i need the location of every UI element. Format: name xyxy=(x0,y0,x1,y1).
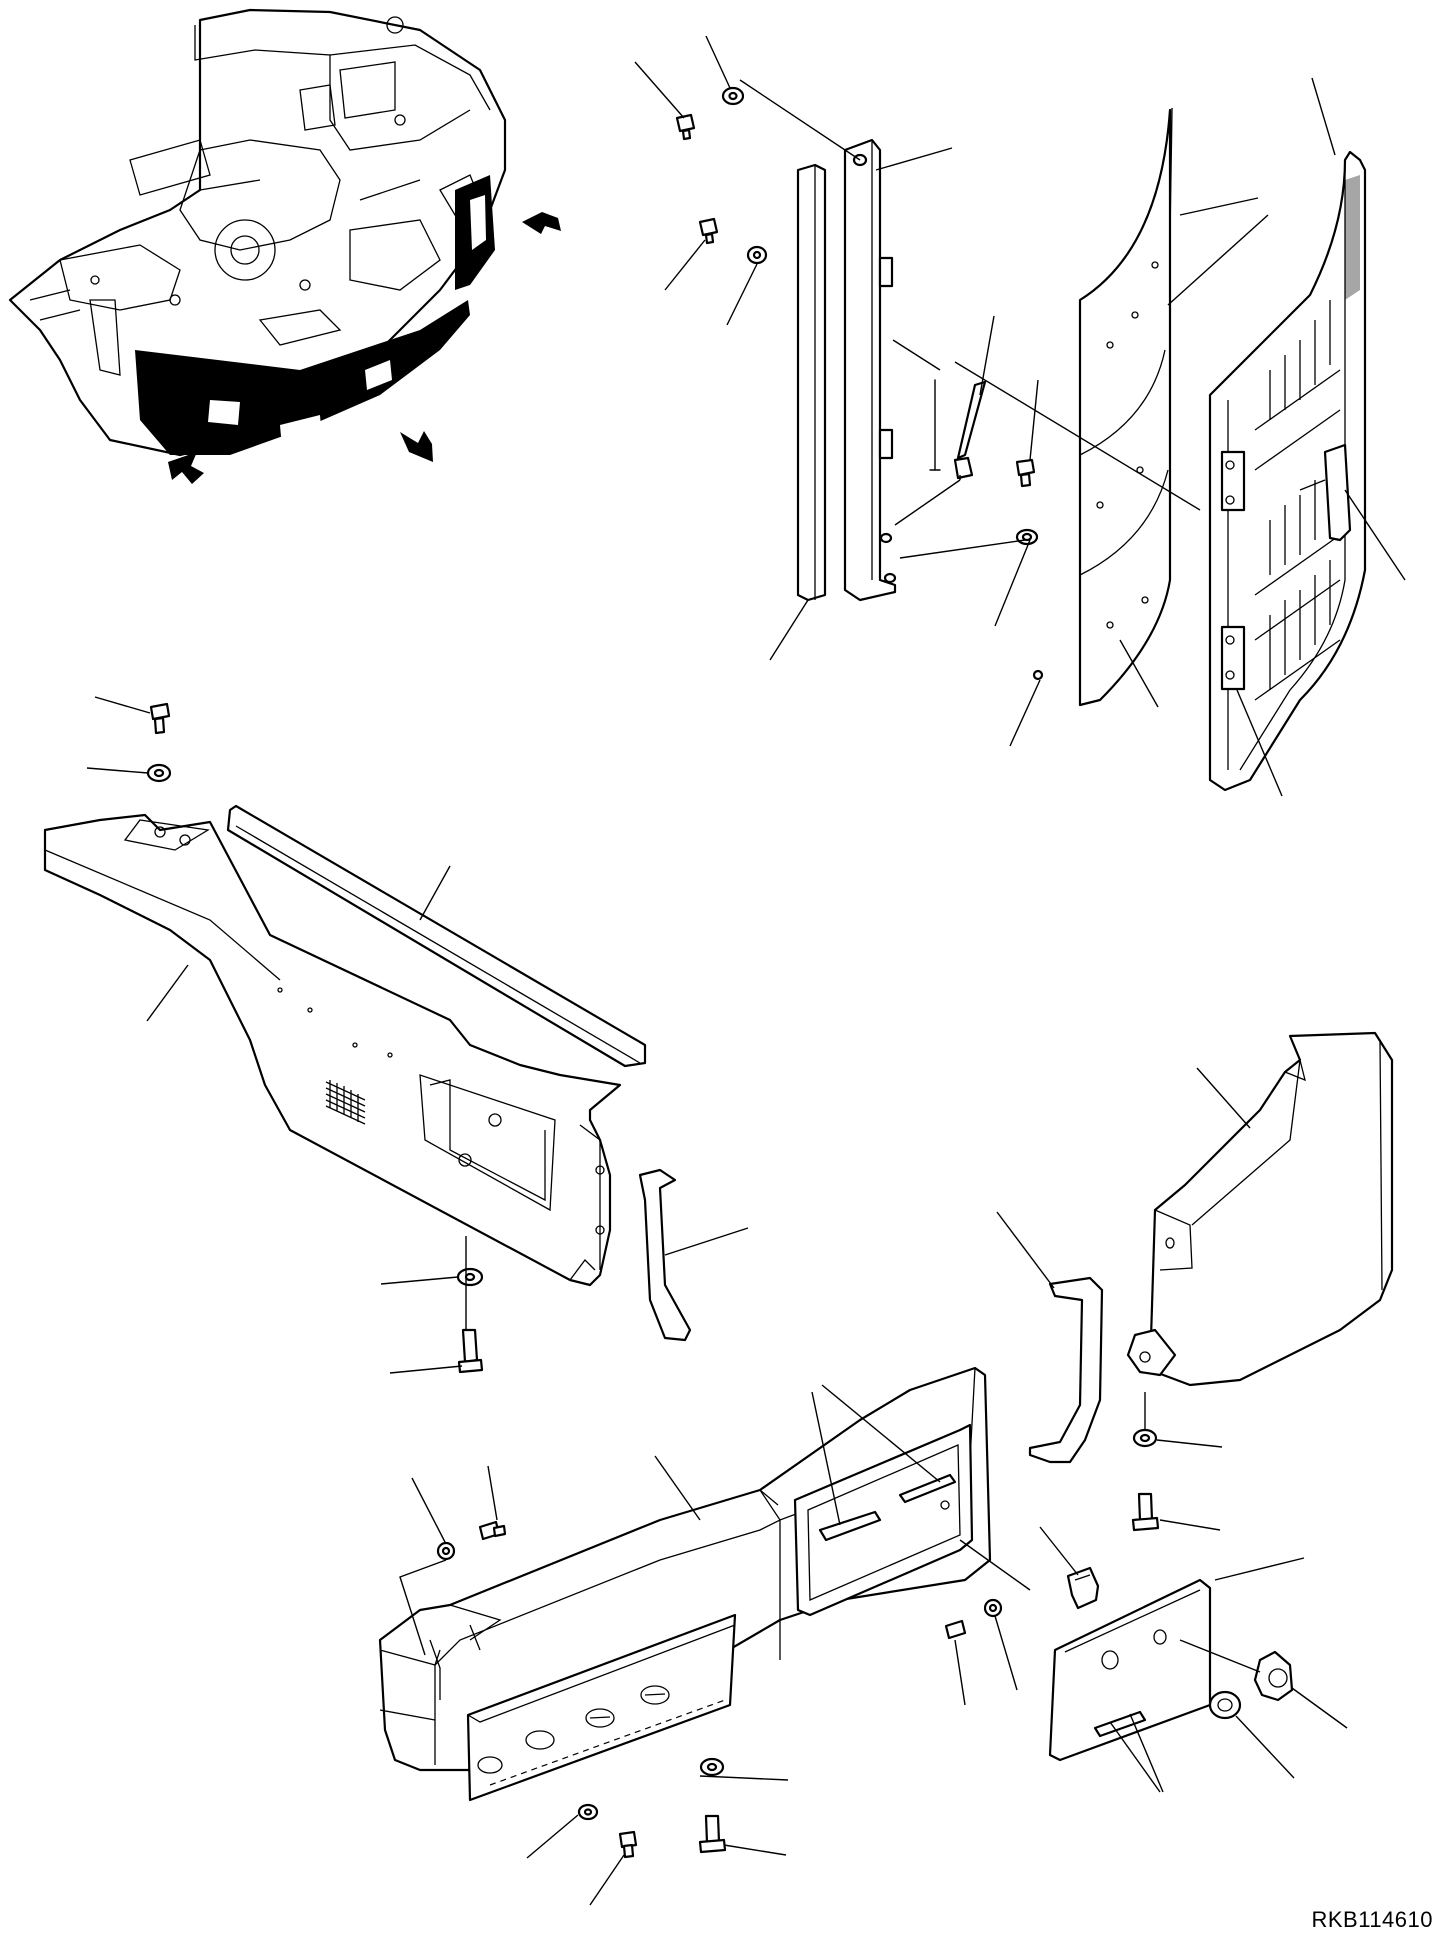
right-corner-cover xyxy=(1148,1031,1394,1387)
side-grille-assembly xyxy=(634,35,1406,797)
left-side-cover-assembly xyxy=(43,696,749,1374)
view-arrow-rear-left-icon xyxy=(168,452,204,484)
side-grille-door xyxy=(1208,150,1367,792)
curved-panel xyxy=(1078,108,1172,707)
long-seal-strip xyxy=(226,804,647,1068)
side-cover-strap xyxy=(638,1168,692,1342)
rear-cover-assembly xyxy=(378,1366,1348,1906)
bolt-top-a xyxy=(675,86,745,141)
vertical-seal-strip xyxy=(796,163,827,602)
right-corner-cover-assembly xyxy=(996,1031,1394,1532)
machine-frame-overview xyxy=(8,8,561,484)
vertical-bracket xyxy=(843,138,897,602)
corner-cover-strap xyxy=(1028,1276,1104,1464)
view-arrow-side-icon xyxy=(522,212,561,234)
drawing-reference-code: RKB114610 xyxy=(1311,1907,1433,1932)
bolt-mid-a xyxy=(698,217,768,265)
vent-holes-icon xyxy=(325,1080,366,1125)
lamp-socket-icon xyxy=(1253,1650,1294,1702)
view-arrow-rear-right-icon xyxy=(400,431,433,462)
leader-lines-top xyxy=(634,35,1406,797)
license-plate xyxy=(1048,1578,1212,1762)
